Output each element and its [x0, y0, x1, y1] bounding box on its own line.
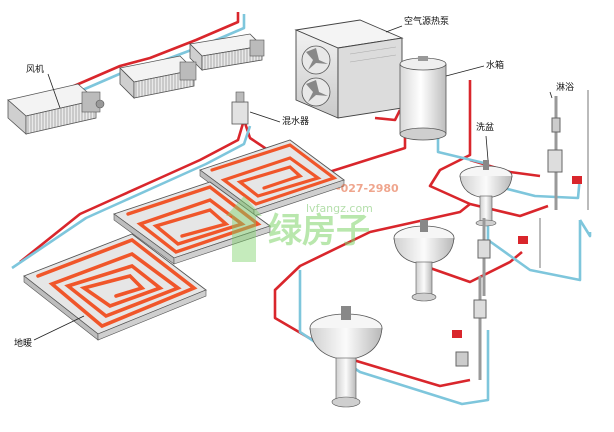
floor-heating-panel-2	[113, 181, 271, 265]
fan-coil-unit-3	[7, 83, 105, 135]
watermark-phone: -027-2980	[336, 182, 399, 195]
watermark: 绿房子 -027-2980 lvfangz.com	[226, 182, 399, 262]
label-shower: 淋浴	[556, 81, 574, 93]
label-water-tank: 水箱	[486, 59, 504, 71]
floor-heating-panel-3	[23, 233, 207, 341]
shower-1	[547, 90, 589, 210]
water-tank	[399, 56, 447, 141]
fan-coil-unit-2	[119, 55, 197, 99]
label-mixer: 混水器	[282, 115, 309, 127]
label-air-heat-pump: 空气源热泵	[404, 15, 449, 27]
label-fan-coil: 风机	[26, 63, 44, 75]
fan-coil-unit-1	[189, 33, 265, 71]
callout-lines	[33, 25, 553, 341]
washbasin-3	[309, 306, 383, 408]
shower-3	[452, 276, 487, 380]
watermark-brand: 绿房子	[268, 211, 370, 251]
washbasin-1	[459, 160, 513, 227]
mixer-valve	[231, 91, 249, 125]
watermark-url: lvfangz.com	[306, 202, 373, 215]
label-washbasin: 洗盆	[476, 121, 494, 133]
label-floor-heating: 地暖	[14, 337, 32, 349]
washbasin-2	[393, 220, 455, 302]
air-source-heat-pump	[294, 19, 404, 119]
shower-2	[477, 218, 541, 296]
